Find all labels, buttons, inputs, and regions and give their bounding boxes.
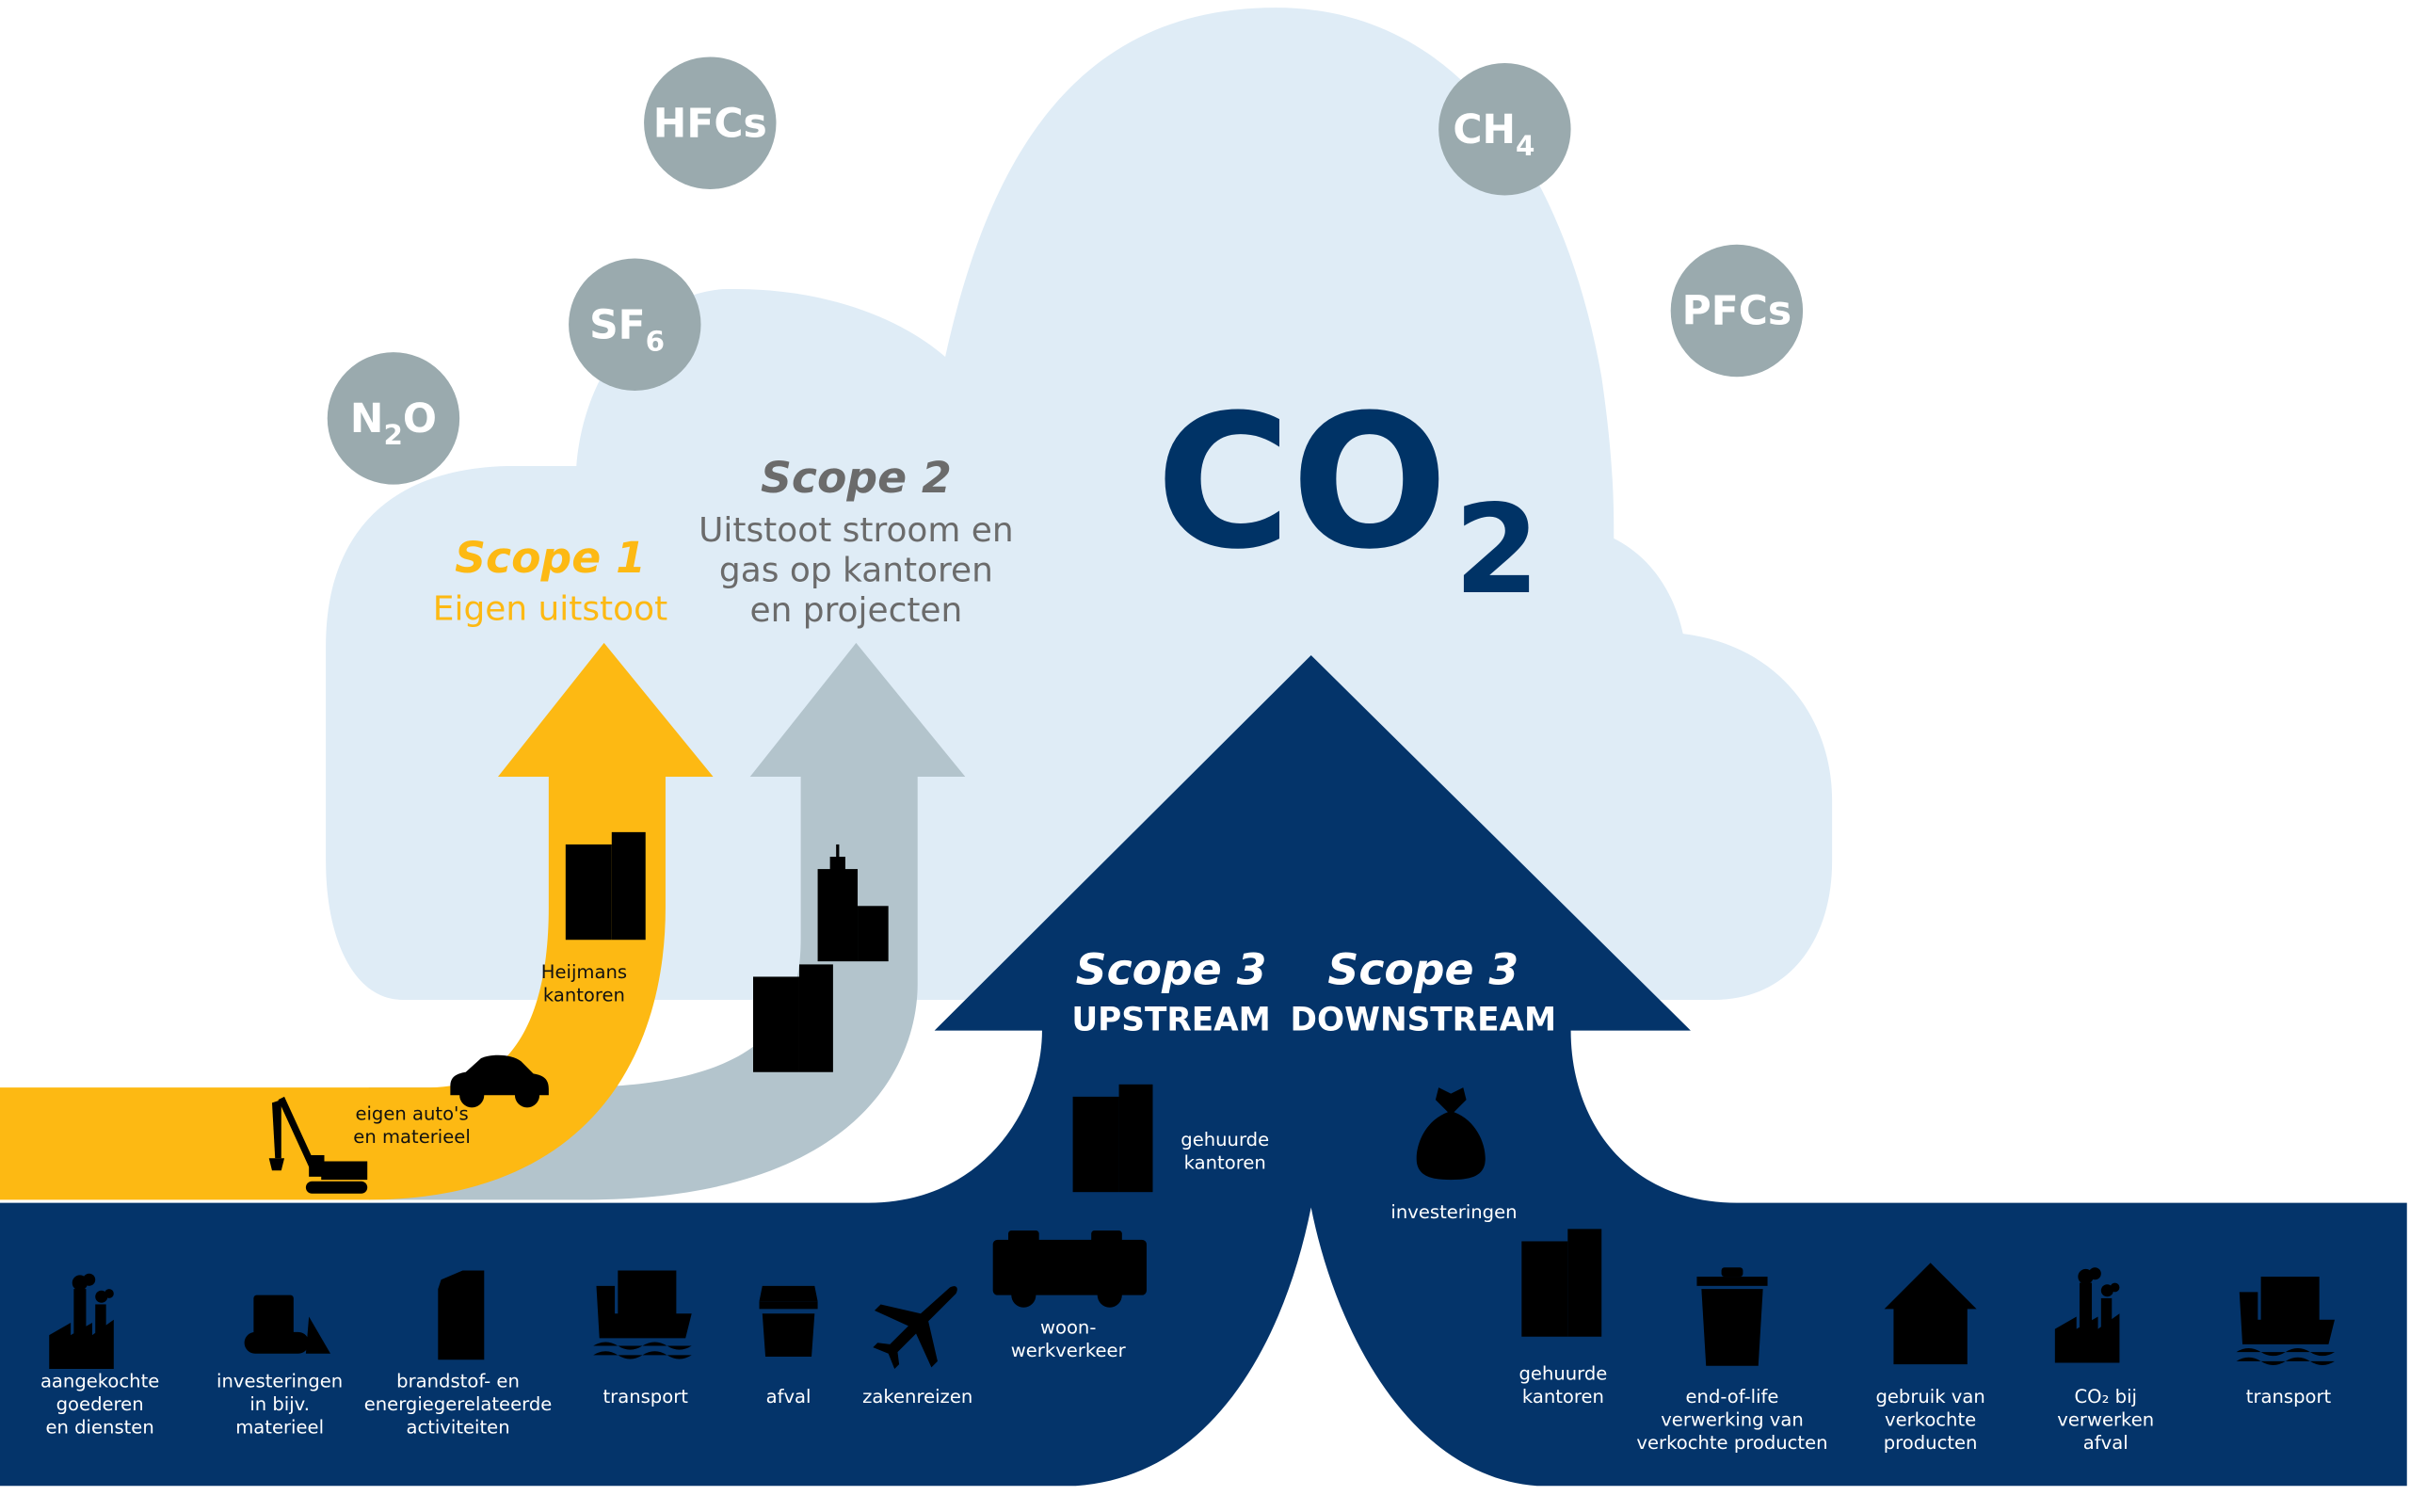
scope1-item-offices: Heijmans kantoren [541, 831, 646, 1006]
scope3-down-band-use-of-products: gebruik van verkochte producten [1875, 1263, 1985, 1454]
scope3-downstream-title: Scope 3 [1327, 945, 1518, 995]
item-label: gebruik van [1875, 1386, 1984, 1407]
office-building-icon [565, 831, 646, 941]
item-label: kantoren [1522, 1386, 1604, 1407]
waste-container-icon [759, 1285, 818, 1357]
gas-label-ch4: CH4 [1453, 107, 1534, 162]
gas-label-n2o: N2O [350, 396, 437, 451]
item-label: goederen [56, 1393, 144, 1415]
gas-label-pfcs: PFCs [1682, 289, 1792, 335]
scope2-subtitle-line: gas op kantoren [719, 552, 993, 590]
item-label: werkverkeer [1011, 1340, 1127, 1361]
item-label: eigen auto's [355, 1102, 468, 1124]
item-label: Heijmans [541, 961, 627, 983]
office-building-icon [1521, 1229, 1602, 1337]
item-label: transport [2246, 1386, 2332, 1407]
emission-cloud [326, 8, 1833, 1000]
gas-bubble-ch4: CH4 [1438, 62, 1571, 196]
scope3-down-band-rented-offices: gehuurde kantoren [1518, 1229, 1607, 1407]
recycle-bin-icon [1696, 1267, 1768, 1366]
scope3-up-band-capital-goods: investeringen in bijv. materieel [217, 1295, 343, 1439]
item-label: materieel [235, 1417, 324, 1439]
scope2-subtitle-line: Uitstoot stroom en [699, 511, 1014, 550]
gas-label-hfcs: HFCs [653, 101, 767, 147]
gas-bubble-pfcs: PFCs [1670, 244, 1804, 378]
scope3-down-item-investments: investeringen [1390, 1087, 1518, 1223]
item-label: investeringen [217, 1371, 343, 1392]
item-label: gehuurde [1518, 1362, 1607, 1384]
gas-bubble-hfcs: HFCs [644, 56, 777, 189]
office-building-icon [753, 964, 833, 1072]
scope3-downstream-heading: Scope 3 DOWNSTREAM [1291, 945, 1557, 1039]
scope3-downstream-subtitle: DOWNSTREAM [1291, 1002, 1557, 1039]
item-label: afval [2083, 1432, 2129, 1454]
scope3-up-item-rented-offices: gehuurde kantoren [1072, 1084, 1269, 1193]
item-label: verkochte [1885, 1409, 1976, 1431]
scope1-item-equipment: eigen auto's en materieel [268, 1096, 471, 1194]
gas-label-sf6: SF6 [589, 302, 665, 357]
item-label: verkochte producten [1636, 1432, 1827, 1454]
scope3-upstream-heading: Scope 3 UPSTREAM [1071, 945, 1270, 1039]
scope2-title: Scope 2 [761, 453, 952, 503]
scope1-heading: Scope 1 Eigen uitstoot [433, 533, 667, 629]
item-label: investeringen [1390, 1201, 1517, 1223]
item-label: activiteiten [406, 1417, 509, 1439]
item-label: CO₂ bij [2075, 1386, 2137, 1407]
item-label: afval [766, 1386, 811, 1407]
scope2-subtitle-line: en projecten [750, 591, 963, 630]
scope3-up-band-transport: transport [593, 1270, 692, 1407]
gas-bubble-sf6: SF6 [569, 258, 701, 391]
scope3-band-arrow [0, 654, 2407, 1487]
item-label: zakenreizen [862, 1386, 972, 1407]
item-label: transport [602, 1386, 688, 1407]
cloud-shape [326, 8, 1833, 1000]
scope1-arrow [0, 642, 714, 1200]
item-label: gehuurde [1181, 1129, 1269, 1150]
scope3-up-band-business-travel: zakenreizen [862, 1286, 972, 1407]
scope2-item-office [753, 964, 833, 1072]
item-label: verwerking van [1661, 1409, 1804, 1431]
item-label: verwerken [2057, 1409, 2154, 1431]
scope3-down-band-end-of-life: end-of-life verwerking van verkochte pro… [1636, 1267, 1828, 1454]
scope1-title: Scope 1 [455, 533, 646, 583]
item-label: in bijv. [249, 1393, 310, 1415]
scope3-up-item-commute: woon- werkverkeer [992, 1231, 1147, 1361]
fuel-can-icon [438, 1270, 485, 1360]
scope3-up-band-purchased-goods: aangekochte goederen en diensten [40, 1273, 159, 1439]
item-label: woon- [1040, 1316, 1096, 1338]
scope3-up-band-fuel-energy: brandstof- en energiegerelateerde activi… [364, 1270, 553, 1439]
scope3-down-band-transport: transport [2236, 1277, 2335, 1407]
scope1-subtitle: Eigen uitstoot [433, 589, 667, 628]
item-label: energiegerelateerde [364, 1393, 553, 1415]
item-label: en diensten [45, 1417, 153, 1439]
scope3-upstream-title: Scope 3 [1076, 945, 1267, 995]
office-building-icon [1072, 1084, 1153, 1193]
co2-label: CO2 [1156, 376, 1540, 621]
item-label: producten [1884, 1432, 1978, 1454]
item-label: end-of-life [1686, 1386, 1779, 1407]
item-label: en materieel [353, 1126, 470, 1148]
gas-bubble-n2o: N2O [327, 352, 460, 485]
item-label: kantoren [543, 985, 625, 1006]
item-label: brandstof- en [396, 1371, 520, 1392]
item-label: aangekochte [40, 1371, 159, 1392]
item-label: kantoren [1184, 1152, 1266, 1174]
scope2-heading: Scope 2 Uitstoot stroom en gas op kantor… [699, 453, 1014, 630]
scope3-upstream-subtitle: UPSTREAM [1071, 1002, 1270, 1039]
scope3-up-band-waste: afval [759, 1285, 818, 1407]
scope3-down-band-waste-processing: CO₂ bij verwerken afval [2054, 1267, 2154, 1454]
